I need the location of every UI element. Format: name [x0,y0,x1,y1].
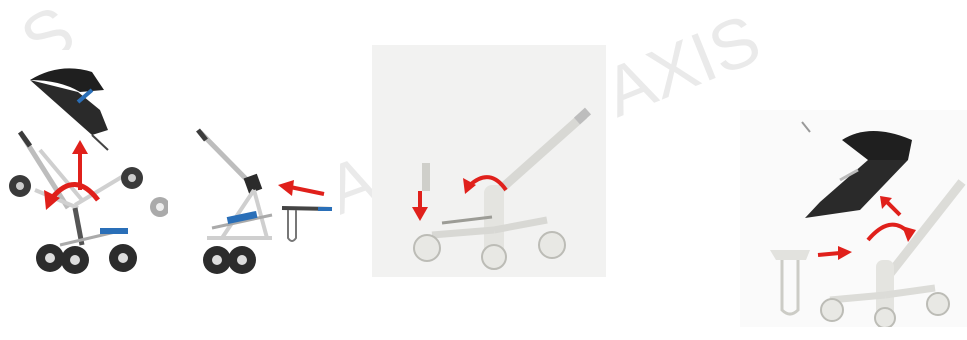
right-arrow [818,246,852,260]
curved-arrow [868,225,916,242]
stroller-illustration [0,50,168,290]
stroller-assembly-step-4 [740,110,967,327]
stroller-illustration [740,110,967,327]
seat-canopy [842,131,912,160]
wheel [482,245,506,269]
stroller-illustration [172,110,340,285]
wheel [539,232,565,258]
bumper-tray [770,250,810,260]
left-arrow [278,180,324,196]
frame-handle [885,182,962,280]
diagonal-arrow [880,196,900,215]
frame-handle [492,115,584,197]
wheel [875,308,895,327]
wheel [821,299,843,321]
down-arrow [412,191,428,221]
stroller-disassembly-step-1 [0,50,168,290]
stroller-disassembly-step-2 [172,110,340,285]
wheel [927,293,949,315]
loose-part [422,163,430,191]
stroller-illustration [372,45,606,277]
wheel [414,235,440,261]
stroller-assembly-step-3 [372,45,606,277]
frame-handle [200,132,252,185]
